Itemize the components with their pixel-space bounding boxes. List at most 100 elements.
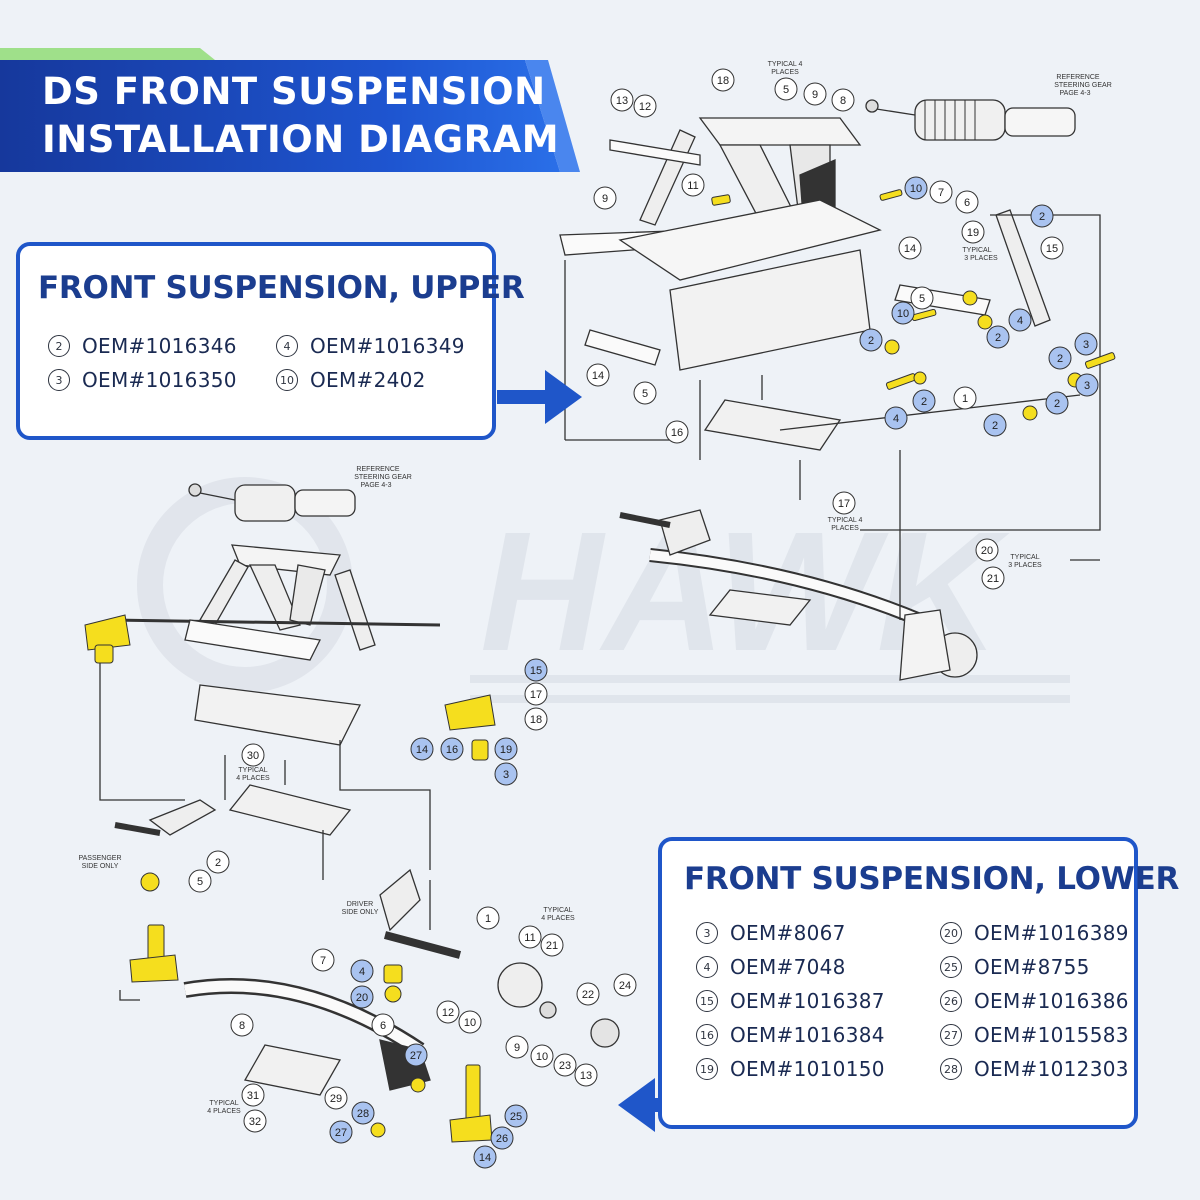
svg-text:1: 1 <box>962 393 968 405</box>
svg-text:3: 3 <box>1083 339 1089 351</box>
svg-text:12: 12 <box>442 1007 454 1019</box>
svg-text:SIDE ONLY: SIDE ONLY <box>342 909 379 916</box>
lower-part-row: 19 OEM#1010150 <box>696 1057 885 1081</box>
svg-text:2: 2 <box>921 396 927 408</box>
lower-diagram-art <box>99 483 620 1096</box>
svg-text:18: 18 <box>530 714 542 726</box>
part-number-badge: 27 <box>940 1024 962 1046</box>
svg-text:25: 25 <box>510 1111 522 1123</box>
svg-text:20: 20 <box>356 992 368 1004</box>
svg-text:TYPICAL: TYPICAL <box>543 907 572 914</box>
oem-code: OEM#7048 <box>730 955 846 979</box>
lower-part-row: 25 OEM#8755 <box>940 955 1090 979</box>
svg-text:26: 26 <box>496 1133 508 1145</box>
svg-text:32: 32 <box>249 1116 261 1128</box>
upper-blue-callouts <box>859 176 1099 437</box>
title-line-2: INSTALLATION DIAGRAM <box>42 118 560 161</box>
svg-text:9: 9 <box>514 1042 520 1054</box>
oem-code: OEM#1016350 <box>82 368 237 392</box>
part-number-badge: 15 <box>696 990 718 1012</box>
oem-code: OEM#1016387 <box>730 989 885 1013</box>
part-number-badge: 4 <box>696 956 718 978</box>
lower-blue-callout-numbers: 15 14 16 19 3 4 20 27 28 27 25 26 14 <box>335 665 542 1164</box>
lower-part-row: 27 OEM#1015583 <box>940 1023 1129 1047</box>
lower-parts-panel: FRONT SUSPENSION, LOWER 3 OEM#8067 20 OE… <box>658 837 1179 1129</box>
upper-part-row: 2 OEM#1016346 <box>48 334 237 358</box>
part-number-badge: 3 <box>696 922 718 944</box>
svg-text:17: 17 <box>530 689 542 701</box>
svg-text:18: 18 <box>717 75 729 87</box>
svg-text:3: 3 <box>1084 380 1090 392</box>
lower-callout-numbers: 17 18 30 2 5 1 11 21 7 12 10 22 24 8 6 9… <box>197 689 631 1128</box>
svg-text:20: 20 <box>981 545 993 557</box>
lower-part-row: 28 OEM#1012303 <box>940 1057 1129 1081</box>
svg-text:10: 10 <box>910 183 922 195</box>
svg-text:TYPICAL: TYPICAL <box>962 247 991 254</box>
svg-text:STEERING GEAR: STEERING GEAR <box>1054 82 1112 89</box>
upper-highlight-parts <box>711 189 1116 421</box>
part-number-badge: 19 <box>696 1058 718 1080</box>
svg-text:15: 15 <box>530 665 542 677</box>
upper-part-row: 4 OEM#1016349 <box>276 334 465 358</box>
svg-text:7: 7 <box>938 187 944 199</box>
svg-text:8: 8 <box>239 1020 245 1032</box>
upper-callout-numbers: 18 5 9 8 13 12 11 7 6 19 9 14 15 5 1 14 … <box>592 75 1058 585</box>
svg-text:TYPICAL 4: TYPICAL 4 <box>768 61 803 68</box>
svg-text:6: 6 <box>964 197 970 209</box>
oem-code: OEM#1015583 <box>974 1023 1129 1047</box>
svg-text:6: 6 <box>380 1020 386 1032</box>
upper-part-row: 3 OEM#1016350 <box>48 368 237 392</box>
oem-code: OEM#8067 <box>730 921 846 945</box>
svg-text:3 PLACES: 3 PLACES <box>964 255 998 262</box>
upper-callouts <box>586 68 1064 590</box>
svg-text:11: 11 <box>687 180 698 192</box>
svg-text:13: 13 <box>616 95 628 107</box>
lower-highlight-parts <box>84 614 496 1143</box>
svg-text:3 PLACES: 3 PLACES <box>1008 562 1042 569</box>
lower-part-row: 15 OEM#1016387 <box>696 989 885 1013</box>
svg-text:14: 14 <box>416 744 428 756</box>
part-number-badge: 16 <box>696 1024 718 1046</box>
svg-text:PLACES: PLACES <box>831 525 859 532</box>
upper-part-row: 10 OEM#2402 <box>276 368 426 392</box>
upper-diagram-art <box>559 99 1101 681</box>
svg-text:PAGE 4-3: PAGE 4-3 <box>361 482 392 489</box>
svg-text:21: 21 <box>987 573 999 585</box>
svg-text:10: 10 <box>464 1017 476 1029</box>
svg-text:27: 27 <box>335 1127 347 1139</box>
lower-callouts <box>188 682 637 1133</box>
svg-text:4: 4 <box>359 966 365 978</box>
svg-text:2: 2 <box>215 857 221 869</box>
svg-text:4: 4 <box>1017 315 1023 327</box>
svg-text:13: 13 <box>580 1070 592 1082</box>
svg-text:TYPICAL: TYPICAL <box>1010 554 1039 561</box>
oem-code: OEM#2402 <box>310 368 426 392</box>
svg-text:4 PLACES: 4 PLACES <box>541 915 575 922</box>
svg-text:14: 14 <box>904 243 916 255</box>
lower-blue-callouts <box>329 658 548 1169</box>
oem-code: OEM#1010150 <box>730 1057 885 1081</box>
lower-notes: REFERENCE STEERING GEAR PAGE 4-3 TYPICAL… <box>78 466 575 1115</box>
svg-text:17: 17 <box>838 498 850 510</box>
svg-text:23: 23 <box>559 1060 571 1072</box>
svg-text:9: 9 <box>602 193 608 205</box>
upper-parts-panel: FRONT SUSPENSION, UPPER 2 OEM#1016346 4 … <box>16 242 525 440</box>
svg-text:31: 31 <box>247 1090 259 1102</box>
svg-text:PAGE 4-3: PAGE 4-3 <box>1060 90 1091 97</box>
svg-text:DRIVER: DRIVER <box>347 901 373 908</box>
svg-text:5: 5 <box>197 876 203 888</box>
svg-text:14: 14 <box>479 1152 491 1164</box>
svg-text:8: 8 <box>840 95 846 107</box>
svg-text:28: 28 <box>357 1108 369 1120</box>
svg-text:PASSENGER: PASSENGER <box>78 855 121 862</box>
svg-text:2: 2 <box>1054 398 1060 410</box>
oem-code: OEM#1016386 <box>974 989 1129 1013</box>
svg-text:REFERENCE: REFERENCE <box>1056 74 1100 81</box>
svg-text:11: 11 <box>524 932 535 944</box>
svg-text:24: 24 <box>619 980 631 992</box>
svg-text:21: 21 <box>546 940 558 952</box>
svg-text:5: 5 <box>919 293 925 305</box>
svg-text:4 PLACES: 4 PLACES <box>236 775 270 782</box>
svg-text:PLACES: PLACES <box>771 69 799 76</box>
